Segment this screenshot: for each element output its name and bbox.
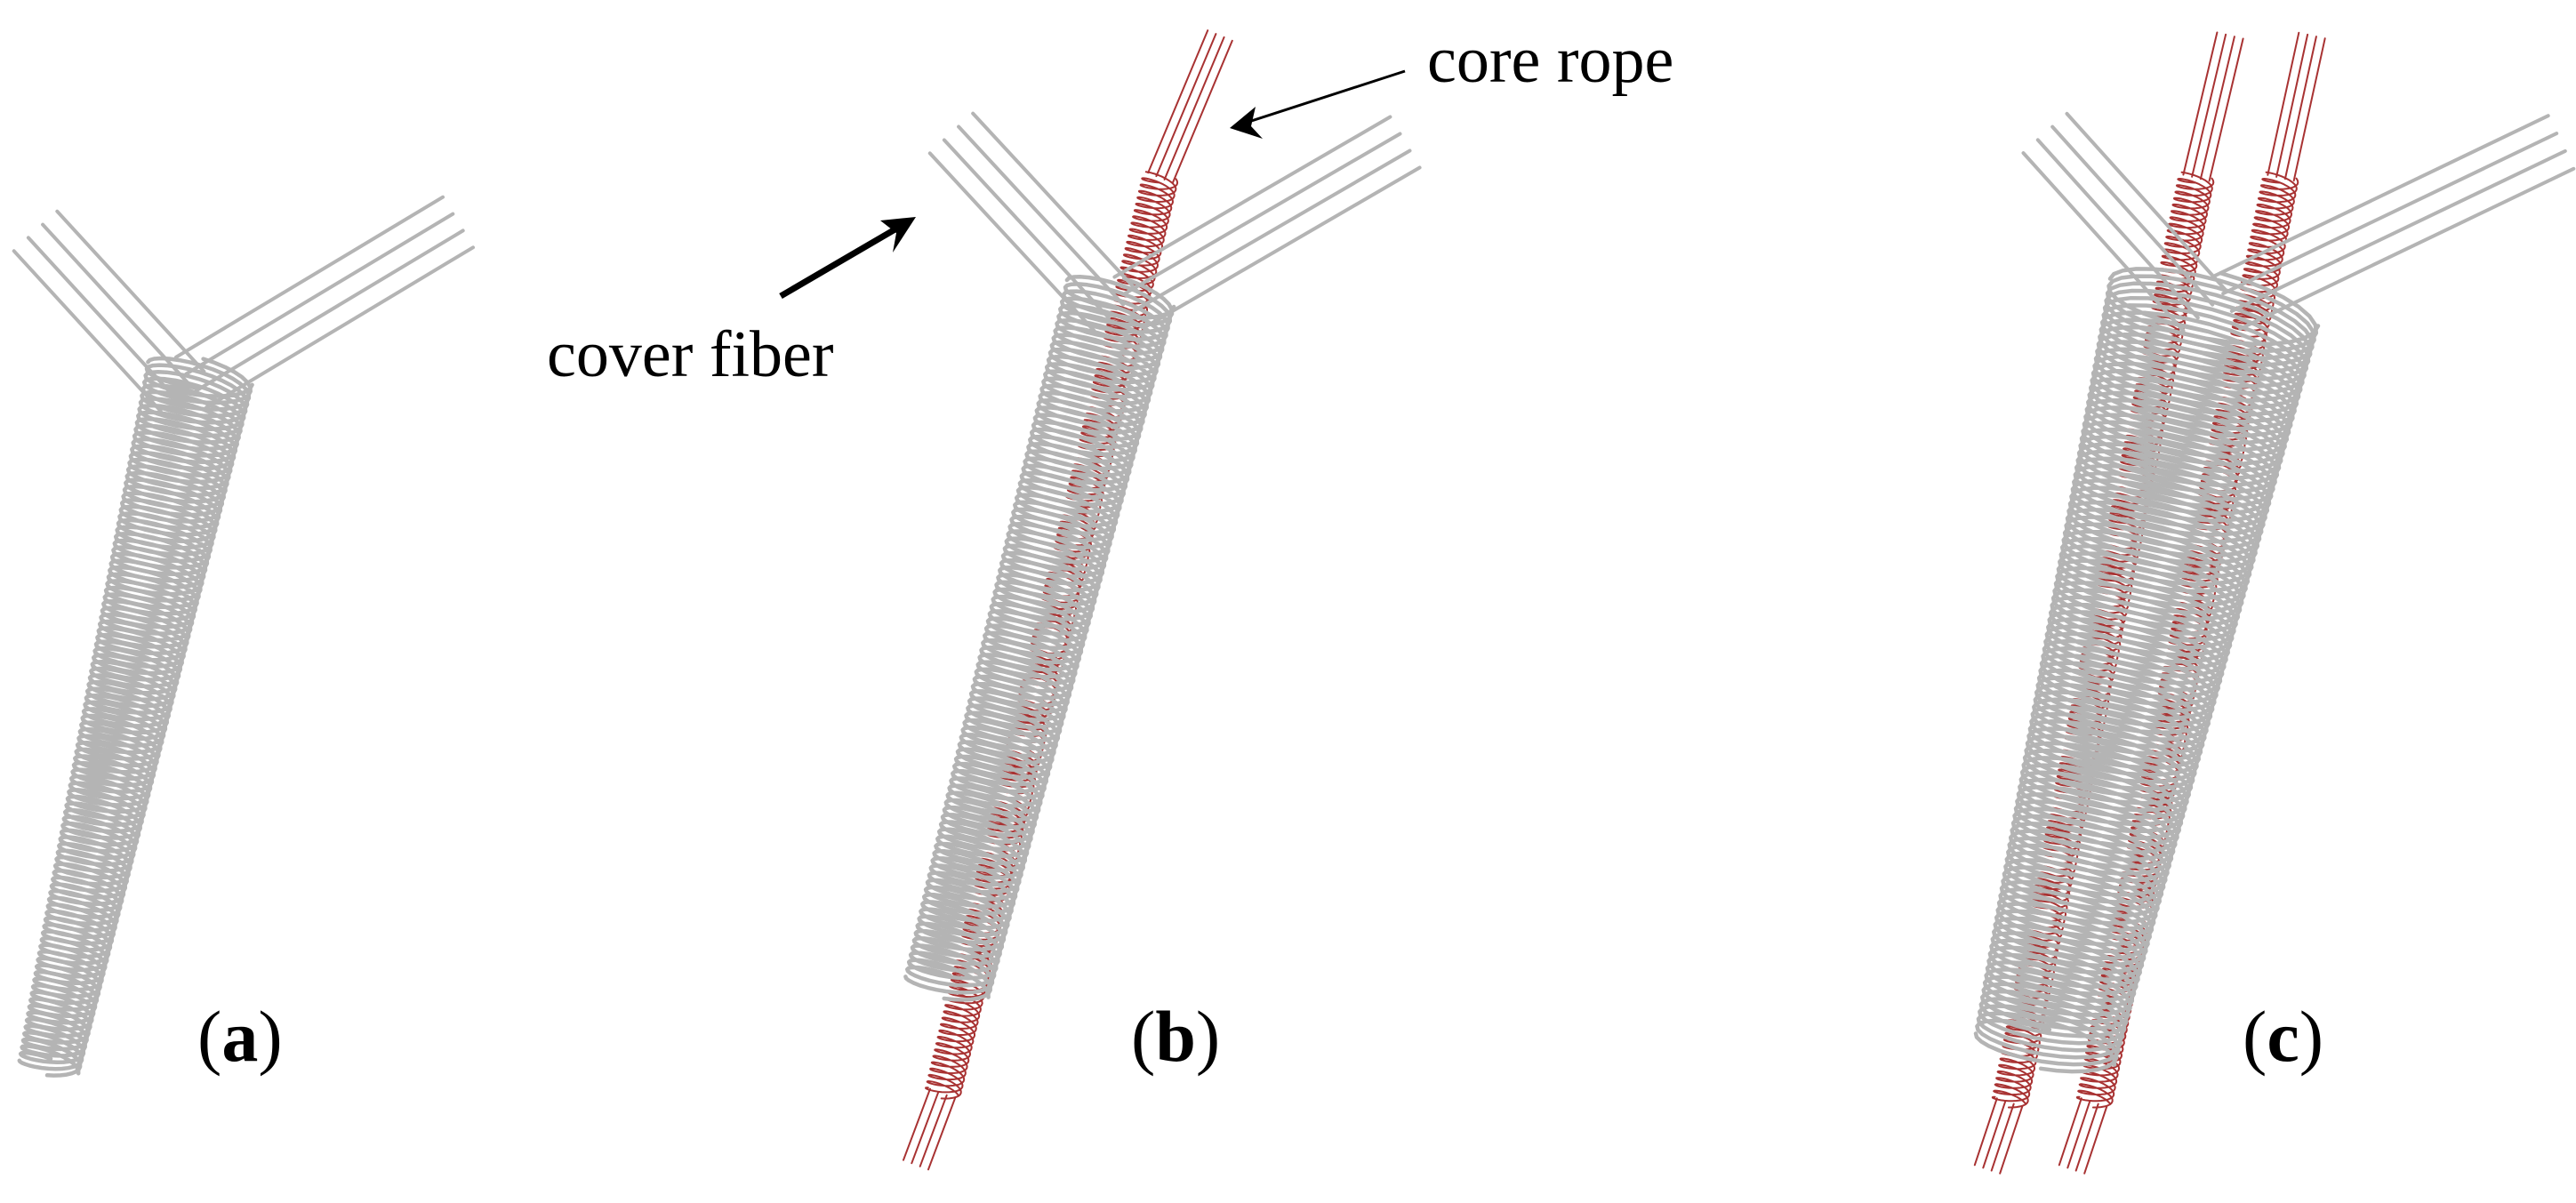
cover-fiber-helix bbox=[905, 276, 1175, 988]
cover-fiber-strand bbox=[971, 111, 1140, 293]
panel-c-label: (c) bbox=[2243, 996, 2323, 1077]
cover-fiber-strand bbox=[1122, 132, 1402, 296]
panel-a-label: (a) bbox=[197, 996, 283, 1077]
core-fiber-strand bbox=[1163, 36, 1225, 180]
core-fiber-strand bbox=[2191, 33, 2227, 178]
core-fiber-strand bbox=[2208, 37, 2244, 182]
core-fiber-strand bbox=[1999, 1105, 2024, 1175]
cover-fiber-strand bbox=[1132, 148, 1412, 313]
cover-fiber-strand bbox=[2065, 111, 2229, 293]
cover-fiber-strand bbox=[194, 229, 465, 393]
core-fiber-strand bbox=[2283, 36, 2317, 180]
cover-fiber-strand bbox=[2212, 114, 2550, 278]
core-fiber-strand bbox=[1982, 1100, 2007, 1169]
core-fiber-strand bbox=[2267, 31, 2300, 176]
core-fiber-strand bbox=[1990, 1103, 2015, 1172]
core-fiber-strand bbox=[2083, 1105, 2108, 1175]
core-fiber-strand bbox=[2074, 1103, 2099, 1172]
cover-fiber-strand bbox=[174, 195, 445, 359]
cover-fiber-strand bbox=[2238, 166, 2576, 331]
core-fiber-strand bbox=[1147, 29, 1209, 174]
panel-c: (c) bbox=[1973, 31, 2576, 1175]
core-fiber-strand bbox=[2182, 31, 2219, 176]
cover-fiber-helix bbox=[1976, 281, 2321, 1067]
core-fiber-strand bbox=[1973, 1097, 1998, 1167]
cover-fiber-strand bbox=[205, 245, 475, 410]
cover-fiber-strand bbox=[2035, 138, 2200, 320]
cover-fiber-label: cover fiber bbox=[547, 318, 834, 391]
panel-a: (a) bbox=[12, 195, 475, 1078]
cover-fiber-strand bbox=[12, 249, 163, 413]
cover-fiber-strand bbox=[2221, 132, 2559, 296]
cover-fiber-strand bbox=[55, 209, 206, 373]
core-fiber-strand bbox=[911, 1091, 940, 1165]
cover-fiber-bundle-a bbox=[12, 195, 475, 1078]
cover-fiber-helix bbox=[1973, 267, 2316, 1067]
cover-fiber-strand bbox=[957, 124, 1126, 307]
cover-fiber-strand bbox=[2229, 148, 2567, 313]
cover-fiber-arrow bbox=[779, 217, 916, 300]
core-fiber-strand bbox=[2275, 33, 2309, 178]
cover-fiber-helix bbox=[18, 357, 253, 1065]
cover-fiber-strand bbox=[1142, 165, 1422, 330]
core-rope-label: core rope bbox=[1427, 24, 1673, 97]
cover-fiber-strand bbox=[1112, 115, 1392, 279]
panel-letter-c: c bbox=[2267, 996, 2299, 1077]
core-fiber-strand bbox=[2199, 36, 2235, 180]
cover-fiber-strand bbox=[942, 138, 1111, 320]
cover-fiber-helix bbox=[906, 289, 1176, 999]
core-fiber-strand bbox=[927, 1097, 956, 1171]
core-fiber-strand bbox=[2066, 1100, 2091, 1169]
panel-letter-b: b bbox=[1155, 996, 1196, 1077]
core-fiber-strand bbox=[1155, 33, 1217, 178]
cover-fiber-strand bbox=[184, 212, 455, 376]
core-fiber-strand bbox=[919, 1094, 948, 1167]
core-rope-arrow bbox=[1230, 69, 1406, 139]
panel-b: (b) core rope cover fiber bbox=[547, 24, 1673, 1171]
panel-letter-a: a bbox=[221, 996, 258, 1077]
rope-with-two-cores-c bbox=[1973, 31, 2576, 1175]
panel-b-label: (b) bbox=[1131, 996, 1220, 1077]
core-fiber-strand bbox=[1171, 39, 1233, 184]
cover-fiber-helix bbox=[903, 274, 1173, 995]
rope-with-core-b bbox=[903, 29, 1422, 1171]
core-fiber-strand bbox=[903, 1087, 931, 1161]
core-fiber-strand bbox=[2058, 1097, 2082, 1167]
cover-fiber-strand bbox=[2021, 151, 2186, 333]
cover-fiber-helix bbox=[20, 369, 254, 1076]
core-fiber-strand bbox=[2292, 37, 2326, 182]
